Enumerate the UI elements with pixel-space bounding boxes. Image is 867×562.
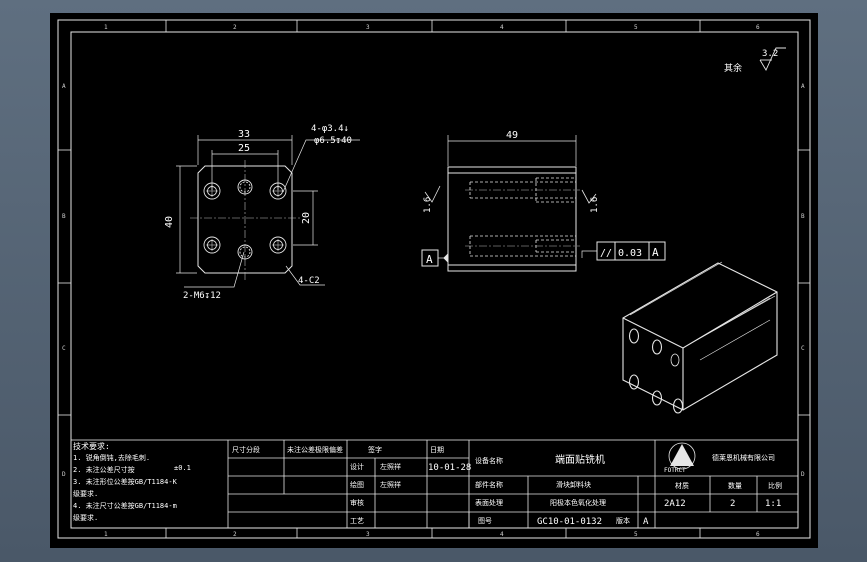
part-label: 部件名称: [475, 480, 503, 489]
zone-top-1: 1: [104, 24, 108, 31]
zone-ticks: [58, 20, 810, 538]
zone-bottom-5: 5: [634, 531, 638, 538]
dim-hole-pitch-20: 20: [301, 212, 312, 224]
drawn-name: 左照祥: [380, 480, 401, 489]
roughness-left: 1.6: [423, 197, 433, 213]
zone-left-d: D: [62, 471, 66, 478]
drawing-number: GC10-01-0132: [537, 517, 602, 527]
datum-label: A: [426, 253, 433, 266]
zone-bottom-6: 6: [756, 531, 760, 538]
sign-header: 签字: [368, 445, 382, 454]
roughness-label: 其余: [724, 62, 742, 74]
tolerance-value: 0.03: [618, 248, 642, 259]
note-line-6: 级要求.: [73, 513, 98, 522]
note-line-1: 1. 锐角倒钝,去除毛刺.: [73, 453, 150, 462]
company-name: 德莱恩机械有限公司: [712, 453, 775, 462]
dim-hole-pitch-25: 25: [238, 143, 250, 154]
zone-bottom-4: 4: [500, 531, 504, 538]
dim-length-49: 49: [506, 130, 518, 141]
material-label: 材质: [675, 481, 689, 490]
side-view: [421, 135, 666, 272]
note-line-3: 3. 未注形位公差按GB/T1184-K: [73, 477, 178, 486]
equipment-label: 设备名称: [475, 456, 503, 465]
quantity-label: 数量: [728, 481, 742, 490]
quantity-value: 2: [730, 499, 735, 509]
zone-bottom-2: 2: [233, 531, 237, 538]
roughness-value: 3.2: [762, 49, 778, 59]
equipment-name: 端面贴铣机: [555, 453, 605, 466]
drawn-label: 绘图: [350, 480, 364, 489]
zone-top-3: 3: [366, 24, 370, 31]
general-tolerance: ±0.1: [174, 464, 191, 472]
zone-left-a: A: [62, 83, 66, 90]
zone-bottom-1: 1: [104, 531, 108, 538]
zone-top-2: 2: [233, 24, 237, 31]
zone-right-b: B: [801, 213, 805, 220]
tap-callout: 2-M6↧12: [183, 291, 221, 301]
note-line-4: 级要求.: [73, 489, 98, 498]
roughness-default: [759, 47, 786, 71]
logo-text: FOTRCT: [664, 467, 686, 474]
zone-right-c: C: [801, 345, 805, 352]
roughness-right: 1.6: [590, 197, 600, 213]
design-name: 左照祥: [380, 462, 401, 471]
tolerance-datum: A: [652, 246, 659, 259]
version-value: A: [643, 517, 649, 527]
part-name: 滑块卸料块: [556, 480, 591, 489]
zone-bottom-3: 3: [366, 531, 370, 538]
zone-right-a: A: [801, 83, 805, 90]
date-header: 日期: [430, 446, 444, 454]
scale-value: 1:1: [765, 499, 781, 509]
note-line-5: 4. 未注尺寸公差按GB/T1184-m: [73, 501, 177, 510]
front-view: [176, 135, 360, 288]
surface-label: 表面处理: [475, 498, 503, 507]
zone-left-c: C: [62, 345, 66, 352]
zone-top-5: 5: [634, 24, 638, 31]
tolerance-symbol: //: [600, 248, 612, 259]
col-limit-header: 未注公差极限偏差: [287, 445, 343, 454]
zone-left-b: B: [62, 213, 66, 220]
design-label: 设计: [350, 462, 364, 471]
dim-width-33: 33: [238, 129, 250, 140]
zone-right-d: D: [801, 471, 805, 478]
hole-callout-counterbore: 4-φ3.4↓: [311, 124, 349, 134]
drawing-number-label: 图号: [478, 517, 492, 525]
title-block: [70, 439, 799, 529]
design-date: 10-01-28: [428, 463, 471, 473]
zone-top-4: 4: [500, 24, 504, 31]
review-label: 审核: [350, 498, 364, 507]
process-label: 工艺: [350, 517, 364, 525]
scale-label: 比例: [768, 481, 782, 490]
isometric-view: [622, 261, 778, 414]
notes-title: 技术要求:: [73, 441, 110, 451]
zone-top-6: 6: [756, 24, 760, 31]
surface-treatment: 阳极本色氧化处理: [550, 498, 606, 507]
hole-callout-depth: φ6.5↧40: [314, 136, 352, 146]
side-view-outline: [447, 166, 577, 272]
outer-frame: [57, 19, 811, 539]
chamfer-callout: 4-C2: [298, 276, 320, 286]
col-size-header: 尺寸分段: [232, 445, 260, 454]
version-label: 版本: [616, 516, 630, 525]
material-value: 2A12: [664, 499, 686, 509]
company-logo: [668, 442, 696, 470]
front-view-outline: [197, 165, 293, 274]
dim-height-40: 40: [164, 216, 175, 228]
note-line-2: 2. 未注公差尺寸按: [73, 465, 135, 474]
